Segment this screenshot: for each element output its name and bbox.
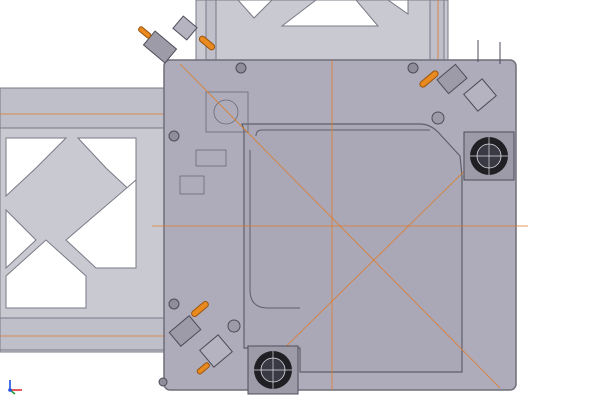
left-frame[interactable] bbox=[0, 87, 173, 353]
top-frame[interactable] bbox=[195, 0, 449, 61]
zero-point-chuck-icon[interactable] bbox=[247, 345, 299, 395]
toggle-clamp-icon[interactable] bbox=[168, 300, 233, 375]
centerlines bbox=[152, 60, 528, 390]
toggle-clamp-icon[interactable] bbox=[138, 15, 216, 64]
axis-triad-icon bbox=[8, 380, 22, 395]
base-plate[interactable] bbox=[158, 59, 517, 391]
zero-point-chuck-icon[interactable] bbox=[463, 131, 515, 181]
toggle-clamp-icon[interactable] bbox=[419, 40, 501, 112]
